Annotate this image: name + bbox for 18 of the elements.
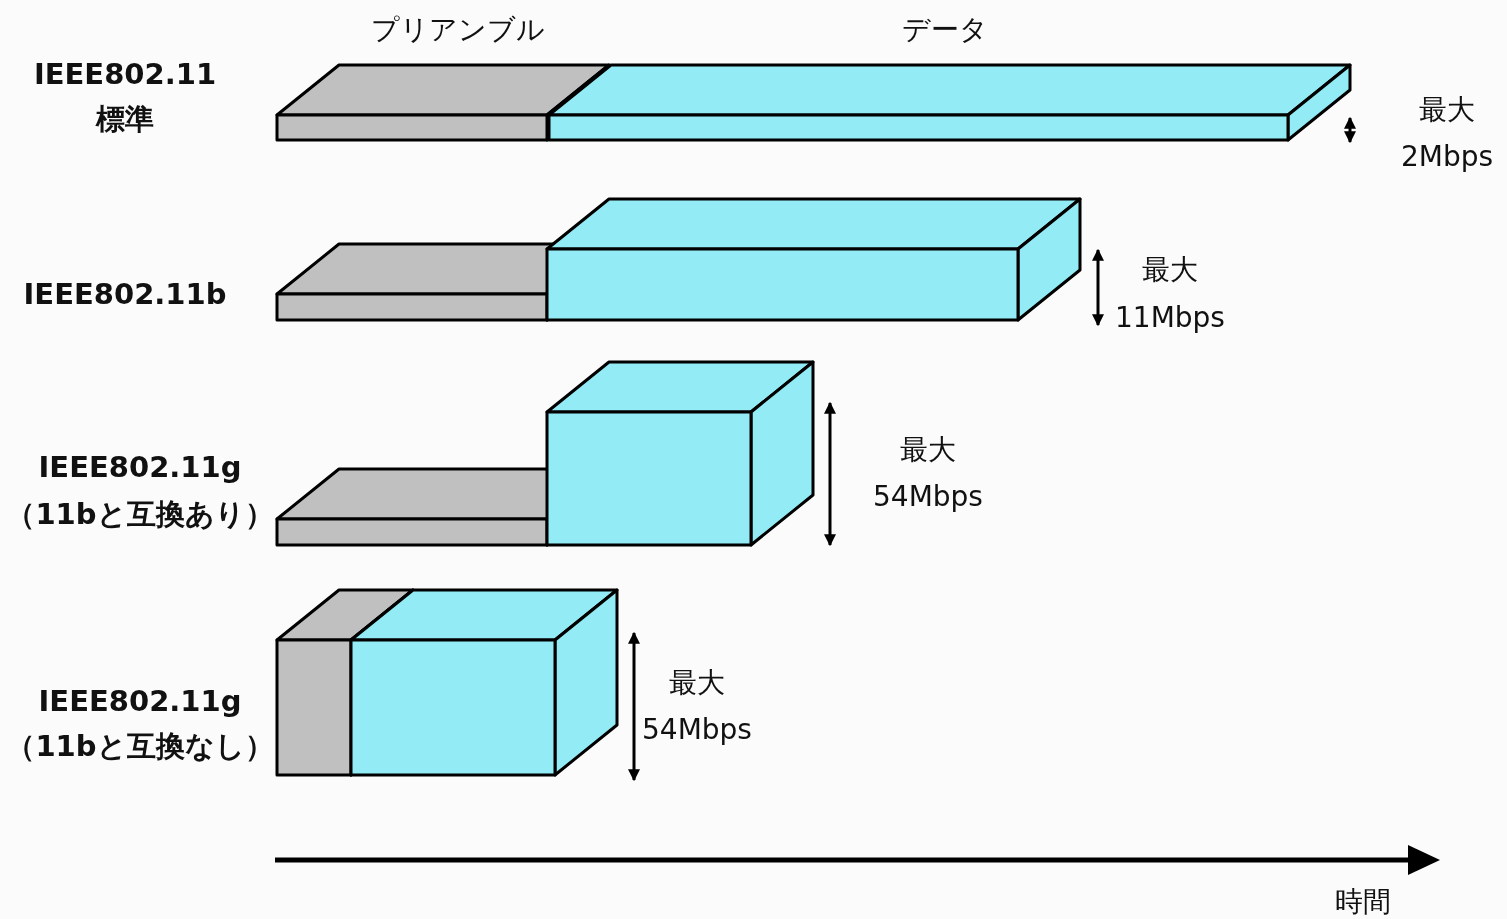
rate-label: 最大 — [1142, 254, 1198, 286]
column-header: プリアンブル — [371, 14, 545, 46]
row-label: IEEE802.11g — [38, 452, 242, 484]
row-label: 標準 — [96, 104, 154, 136]
row-label: IEEE802.11g — [38, 686, 242, 718]
column-header: データ — [902, 14, 988, 46]
rate-label: 2Mbps — [1400, 141, 1494, 173]
row-label: IEEE802.11b — [23, 279, 227, 311]
row-label: （11bと互換なし） — [6, 731, 274, 763]
row-label: （11bと互換あり） — [6, 499, 274, 531]
rate-label: 最大 — [900, 434, 956, 466]
rate-label: 54Mbps — [873, 481, 983, 513]
rate-label: 11Mbps — [1115, 302, 1225, 334]
axis-label: 時間 — [1335, 886, 1391, 918]
row-label: IEEE802.11 — [33, 59, 217, 91]
rate-label: 54Mbps — [642, 714, 752, 746]
rate-label: 最大 — [1419, 94, 1475, 126]
rate-label: 最大 — [669, 667, 725, 699]
